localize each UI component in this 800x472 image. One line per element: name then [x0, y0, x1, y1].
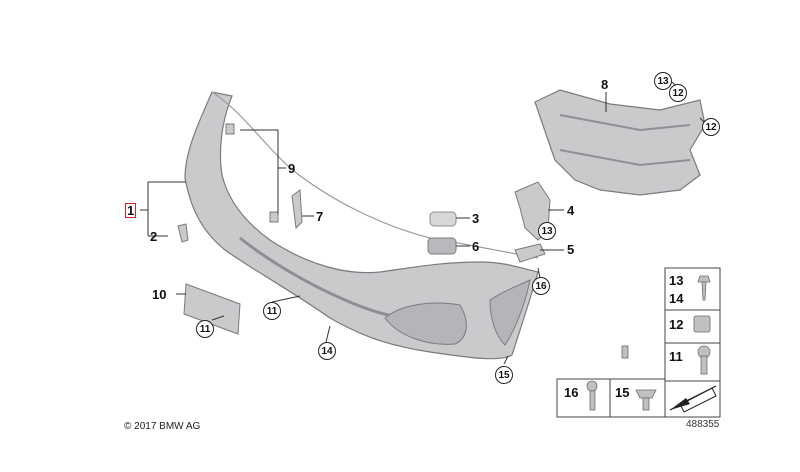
- legend-box-11: [664, 342, 721, 382]
- bumper-top-edge: [211, 91, 539, 259]
- part-10-plate-base: [183, 283, 241, 335]
- callout-13[interactable]: 13: [654, 72, 672, 90]
- legend-box-16: [556, 378, 611, 418]
- legend-box-12: [664, 309, 721, 344]
- leader-9: [240, 129, 286, 214]
- screw-16-head-icon: [586, 380, 598, 392]
- part-6-cover: [427, 237, 457, 255]
- bumper-cover: [184, 91, 539, 360]
- copyright-text: © 2017 BMW AG: [124, 421, 201, 432]
- label-1-highlighted[interactable]: 1: [125, 203, 137, 218]
- callout-16[interactable]: 16: [532, 277, 550, 295]
- screw-14-icon: [701, 281, 707, 301]
- legend-label-14: 14: [669, 291, 684, 306]
- label-10[interactable]: 10: [152, 287, 167, 302]
- callout-12[interactable]: 12: [669, 84, 687, 102]
- part-9-clip-lower: [269, 211, 279, 223]
- callout-14[interactable]: 14: [318, 342, 336, 360]
- label-9[interactable]: 9: [288, 161, 296, 176]
- part-5-holder: [514, 243, 546, 263]
- legend-box-arrow: [664, 380, 721, 418]
- legend-box-13-14: [664, 267, 721, 311]
- part-2-cap: [177, 223, 189, 243]
- leader-14: [325, 325, 331, 343]
- arrow-pictogram-icon: [669, 385, 717, 413]
- rivet-15-icon: [635, 389, 657, 399]
- bumper-grille-left: [384, 302, 467, 345]
- callout-11[interactable]: 11: [263, 302, 281, 320]
- callout-12[interactable]: 12: [702, 118, 720, 136]
- label-6[interactable]: 6: [472, 239, 480, 254]
- nut-13-icon: [697, 275, 711, 283]
- legend-label-13: 13: [669, 273, 684, 288]
- part-3-cover: [429, 211, 457, 227]
- leader-11b: [211, 315, 225, 321]
- label-3[interactable]: 3: [472, 211, 480, 226]
- label-8[interactable]: 8: [601, 77, 609, 92]
- callout-13[interactable]: 13: [538, 222, 556, 240]
- leader-11a: [271, 295, 301, 303]
- label-7[interactable]: 7: [316, 209, 324, 224]
- legend-label-12: 12: [669, 317, 684, 332]
- leader-1: [140, 181, 186, 237]
- callout-11[interactable]: 11: [196, 320, 214, 338]
- legend-label-15: 15: [615, 385, 630, 400]
- legend-box-15: [609, 378, 666, 418]
- bolt-11-shaft-icon: [700, 355, 708, 375]
- leader-16: [537, 267, 541, 279]
- rivet-15-shaft-icon: [642, 397, 650, 411]
- leader-15: [503, 355, 509, 365]
- diagram-number: 488355: [686, 419, 720, 430]
- grey-marker-icon: [621, 345, 629, 359]
- part-8-bracket: [534, 89, 706, 196]
- legend-label-11: 11: [669, 349, 683, 364]
- label-5[interactable]: 5: [567, 242, 575, 257]
- label-2[interactable]: 2: [150, 229, 158, 244]
- callout-15[interactable]: 15: [495, 366, 513, 384]
- bumper-air-intake-right: [489, 279, 531, 346]
- label-4[interactable]: 4: [567, 203, 575, 218]
- part-9-clip-upper: [225, 123, 235, 135]
- part-7-bracket: [291, 189, 303, 230]
- clip-12-icon: [693, 315, 711, 333]
- legend-label-16: 16: [564, 385, 579, 400]
